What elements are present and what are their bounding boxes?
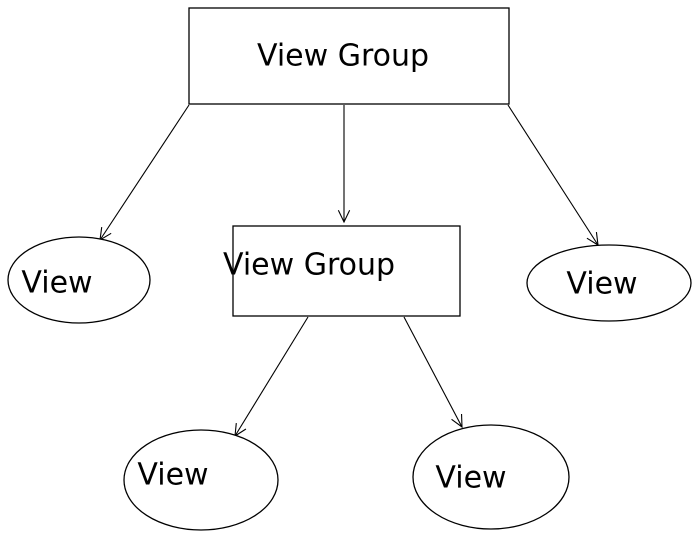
- view-node-midRight: View: [412, 424, 570, 530]
- arrowhead-icon: [337, 210, 351, 224]
- view-node-left: View: [7, 236, 151, 324]
- arrow-root-to-right: [507, 104, 599, 246]
- view-node-right: View: [526, 244, 692, 322]
- arrow-root-to-left: [99, 104, 190, 241]
- arrow-mid-to-midRight: [403, 316, 463, 428]
- node-label: View Group: [257, 39, 429, 74]
- view-group-node-mid: View Group: [223, 225, 461, 317]
- arrowhead-icon: [451, 413, 463, 429]
- node-label: View: [137, 458, 208, 493]
- node-label: View: [435, 461, 506, 496]
- view-node-midLeft: View: [123, 429, 279, 531]
- view-ellipse: [7, 236, 151, 324]
- view-group-box: [188, 7, 510, 105]
- node-label: View: [566, 267, 637, 302]
- arrow-mid-to-midLeft: [234, 316, 309, 437]
- view-group-node-root: View Group: [188, 7, 510, 105]
- node-label: View: [21, 266, 92, 301]
- view-group-box: [232, 225, 461, 317]
- node-label: View Group: [223, 248, 395, 283]
- edges-layer: [99, 104, 599, 438]
- view-ellipse: [412, 424, 570, 530]
- view-ellipse: [123, 429, 279, 531]
- view-ellipse: [526, 244, 692, 322]
